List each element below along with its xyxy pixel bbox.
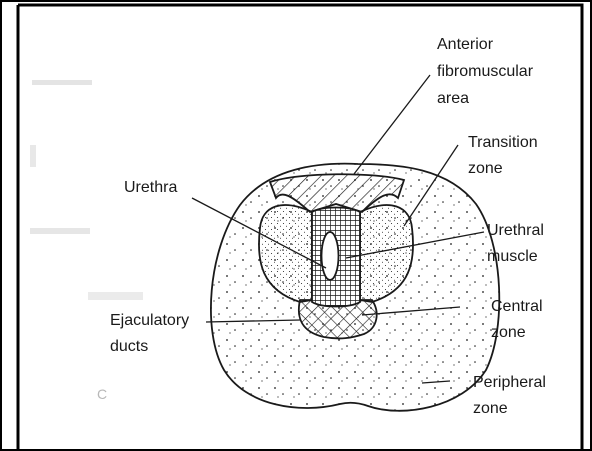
- label-urethra: Urethra: [124, 179, 177, 196]
- panel-letter: C: [97, 386, 107, 402]
- urethra: [322, 232, 339, 280]
